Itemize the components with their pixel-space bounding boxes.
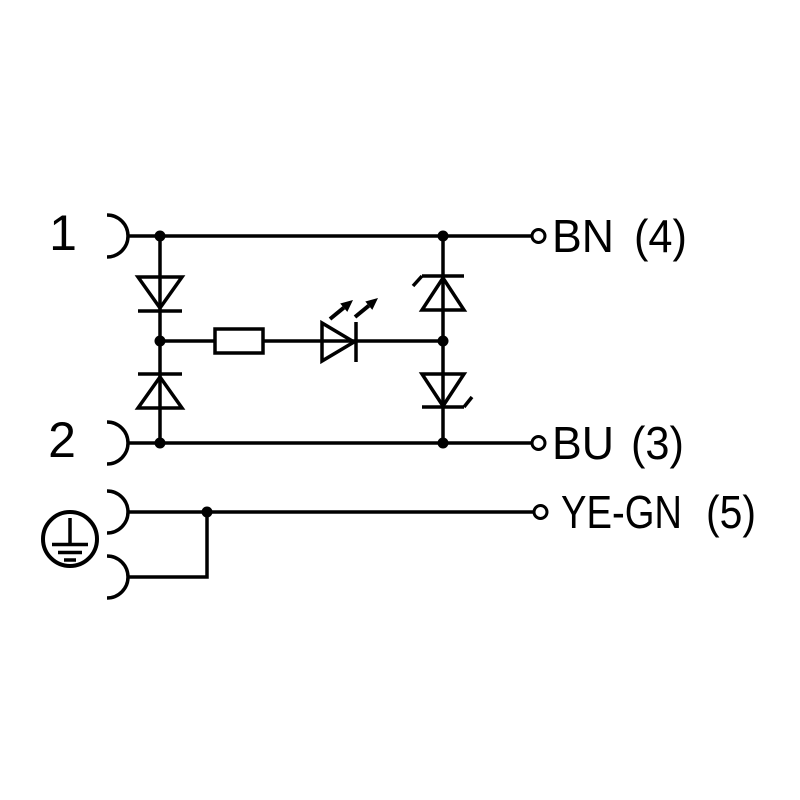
label-bu: BU	[552, 417, 614, 469]
pin-2-label: 2	[48, 412, 76, 468]
junction-dot	[437, 437, 449, 449]
junction-dot	[154, 335, 166, 347]
led-icon	[320, 304, 371, 365]
junction-dot	[154, 230, 166, 242]
junction-dot	[154, 437, 166, 449]
terminal-bu	[530, 435, 547, 451]
pin-2-contact-icon	[106, 420, 130, 466]
label-yegn: YE-GN	[561, 486, 682, 538]
pe-contact-2-icon	[106, 554, 130, 600]
pe-contact-1-icon	[106, 489, 130, 535]
resistor-icon	[213, 327, 265, 355]
labels: 1 2 BN (4) BU (3) YE-GN (5)	[48, 205, 756, 538]
schematic-fills	[154, 230, 449, 518]
junction-dot	[437, 230, 449, 242]
zener-diode-top-icon	[411, 274, 468, 312]
label-yegn-pin: (5)	[706, 486, 756, 538]
label-bu-pin: (3)	[631, 417, 684, 469]
junction-dot	[201, 506, 213, 518]
wire-pe-bridge	[128, 512, 209, 579]
schematic-strokes	[41, 213, 549, 600]
label-bn: BN	[552, 210, 614, 262]
led-arrow-icon	[340, 300, 353, 312]
terminal-yegn	[532, 504, 549, 520]
protective-earth-icon	[41, 510, 99, 568]
led-arrow-icon	[365, 298, 378, 310]
junction-dot	[437, 335, 449, 347]
terminal-bn	[530, 228, 547, 244]
label-bn-pin: (4)	[634, 210, 687, 262]
pin-1-contact-icon	[106, 213, 130, 259]
zener-diode-bottom-icon	[418, 372, 474, 410]
diode-bottom-icon	[134, 372, 186, 410]
pin-1-label: 1	[49, 205, 77, 261]
diode-top-icon	[134, 275, 186, 313]
